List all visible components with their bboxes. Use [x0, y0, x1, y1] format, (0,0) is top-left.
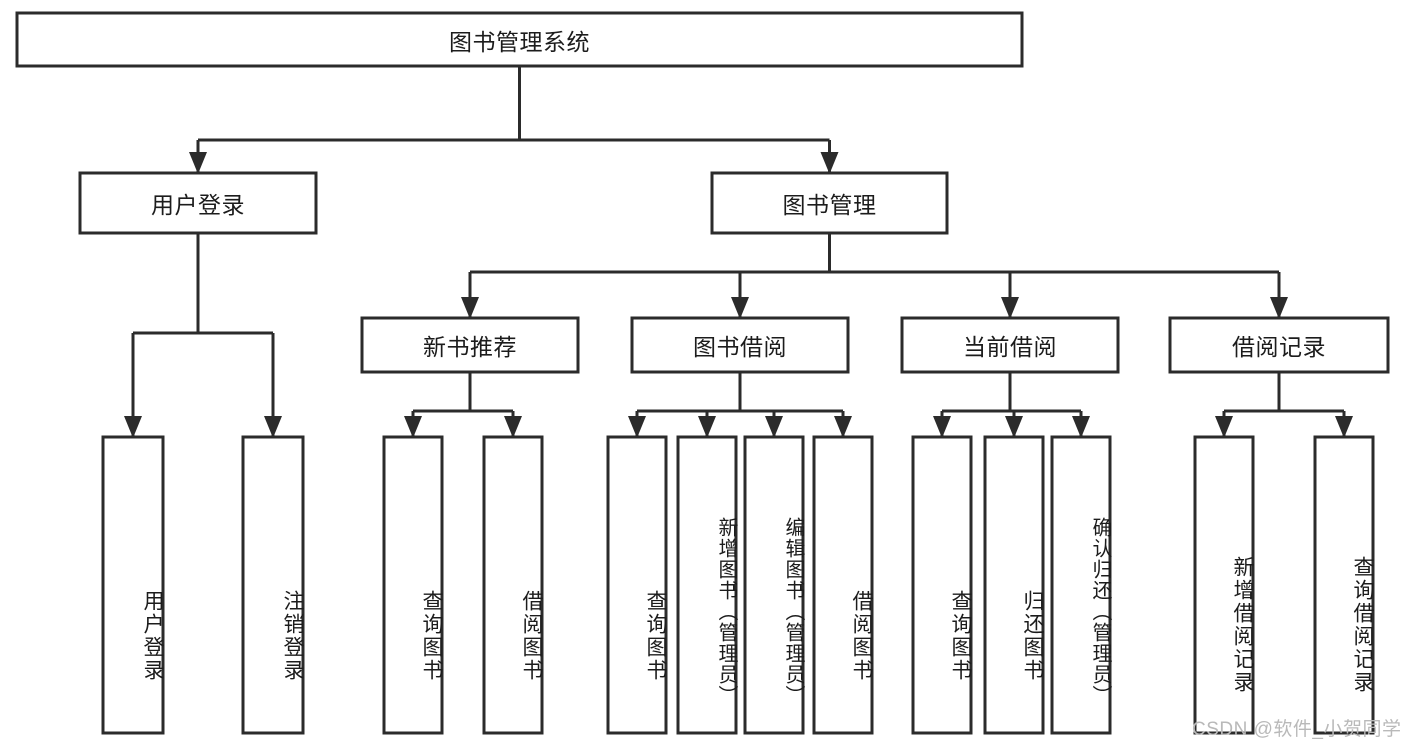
node-box-leaf-borrow-book-rec[interactable] [482, 435, 544, 735]
node-box-leaf-add-record[interactable] [1193, 435, 1255, 735]
node-box-leaf-return-book[interactable] [983, 435, 1045, 735]
arrow-head-icon [1005, 416, 1023, 438]
node-box-new-book-rec[interactable] [360, 316, 580, 374]
node-box-book-manage[interactable] [710, 171, 949, 235]
arrow-head-icon [1335, 416, 1353, 438]
arrow-head-icon [1072, 416, 1090, 438]
arrow-head-icon [628, 416, 646, 438]
node-box-book-borrow[interactable] [630, 316, 850, 374]
arrow-head-icon [834, 416, 852, 438]
arrow-head-icon [124, 416, 142, 438]
arrow-head-icon [461, 297, 479, 319]
node-box-leaf-query-book-cur[interactable] [911, 435, 973, 735]
node-box-root[interactable] [15, 11, 1024, 68]
arrow-head-icon [933, 416, 951, 438]
node-box-leaf-query-record[interactable] [1313, 435, 1375, 735]
arrow-head-icon [1215, 416, 1233, 438]
node-box-user-login[interactable] [78, 171, 318, 235]
arrow-head-icon [1270, 297, 1288, 319]
arrow-head-icon [731, 297, 749, 319]
node-box-borrow-record[interactable] [1168, 316, 1390, 374]
arrow-head-icon [404, 416, 422, 438]
watermark-text: CSDN @软件_小贺同学 [1192, 719, 1402, 740]
node-box-current-borrow[interactable] [900, 316, 1120, 374]
node-box-leaf-query-book-rec[interactable] [382, 435, 444, 735]
node-box-leaf-add-book[interactable] [676, 435, 738, 735]
node-box-leaf-borrow-book[interactable] [812, 435, 874, 735]
arrow-head-icon [1001, 297, 1019, 319]
node-box-leaf-user-login[interactable] [101, 435, 165, 735]
arrow-head-icon [820, 152, 839, 174]
arrow-head-icon [189, 152, 207, 174]
node-box-leaf-user-logout[interactable] [241, 435, 305, 735]
arrow-head-icon [504, 416, 522, 438]
arrow-head-icon [765, 416, 783, 438]
node-box-leaf-query-book-borrow[interactable] [606, 435, 668, 735]
node-box-leaf-confirm-return[interactable] [1050, 435, 1112, 735]
arrow-head-icon [698, 416, 716, 438]
arrow-head-icon [264, 416, 282, 438]
node-box-leaf-edit-book[interactable] [743, 435, 805, 735]
